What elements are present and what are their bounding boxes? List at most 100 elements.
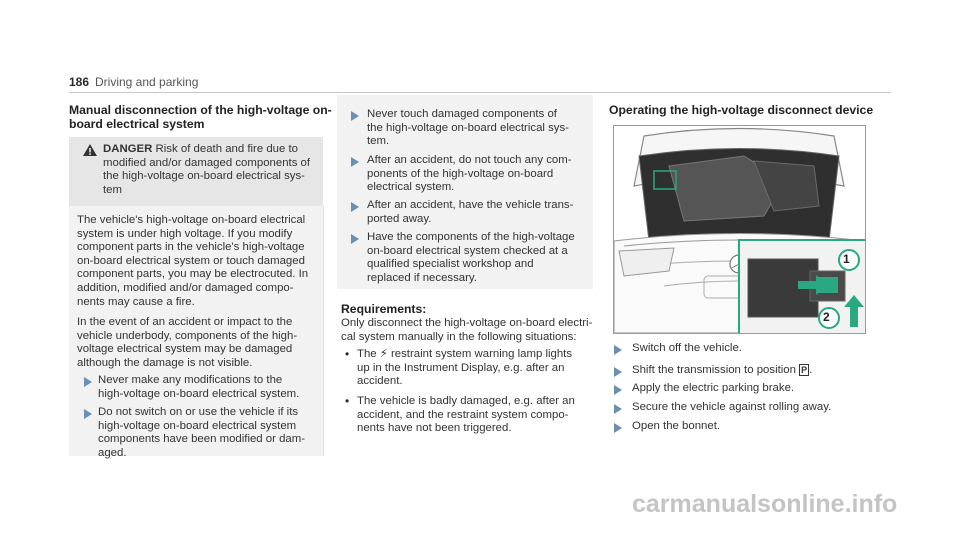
pull-up-arrow-icon: [844, 295, 864, 327]
danger-line: modified and/or damaged components of: [103, 156, 311, 169]
text-line: accident, and the restraint system compo…: [357, 408, 569, 421]
arrow-bullet-icon: [351, 157, 359, 167]
list-item: The vehicle is badly damaged, e.g. after…: [357, 395, 593, 436]
text-line: In the event of an accident or impact to…: [77, 316, 293, 328]
text-line: Do not switch on or use the vehicle if i…: [98, 406, 299, 418]
text-line: Have the components of the high-voltage: [367, 231, 575, 243]
header-rule: [69, 92, 891, 93]
text-line: high-voltage on-board electrical system: [98, 419, 297, 432]
arrow-bullet-icon: [614, 345, 622, 355]
text-line: on-board electrical system checked at a: [367, 244, 568, 257]
list-item: The ⚡ restraint system warning lamp ligh…: [357, 348, 593, 389]
danger-box: [69, 137, 323, 206]
bullet-item: Have the components of the high-voltage …: [367, 231, 589, 285]
warning-body-box: [69, 206, 323, 456]
requirements-heading: Requirements:: [341, 302, 427, 316]
text-line: Never make any modifications to the: [98, 374, 283, 386]
engine-bay-figure: 1 2: [613, 125, 866, 334]
callout-1: [838, 249, 860, 271]
list-bullet: •: [345, 347, 350, 361]
text-line: ponents of the high-voltage on-board: [367, 167, 554, 180]
arrow-bullet-icon: [614, 367, 622, 377]
text-line: nents may cause a fire.: [77, 295, 195, 308]
disconnect-device-illustration: [740, 241, 865, 333]
danger-line: Risk of death and fire due to: [155, 143, 299, 155]
text-line: The vehicle is badly damaged, e.g. after…: [357, 395, 575, 407]
paragraph: In the event of an accident or impact to…: [77, 316, 321, 370]
text-line: on-board electrical system or touch dama…: [77, 254, 305, 267]
text-line: up in the Instrument Display, e.g. after…: [357, 361, 565, 374]
paragraph: Only disconnect the high-voltage on-boar…: [341, 317, 593, 344]
text-line: vehicle underbody, components of the hig…: [77, 329, 298, 342]
text-line: although the damage is not visible.: [77, 356, 253, 369]
page-number: 186: [69, 75, 90, 89]
danger-label: DANGER: [103, 143, 153, 155]
text-line: cal system manually in the following sit…: [341, 330, 577, 343]
detail-inset: 1 2: [738, 239, 865, 333]
arrow-bullet-icon: [614, 385, 622, 395]
step: Apply the electric parking brake.: [632, 382, 795, 394]
callout-2: [818, 307, 840, 329]
list-bullet: •: [345, 394, 350, 408]
text-fragment: restraint system warning lamp lights: [390, 348, 573, 360]
step-text: Shift the transmission to position: [632, 364, 796, 376]
paragraph: The vehicle's high-voltage on-board elec…: [77, 214, 321, 309]
column-divider: [323, 206, 324, 456]
callout-1-label: 1: [843, 252, 850, 266]
step: Open the bonnet.: [632, 420, 721, 432]
text-line: accident.: [357, 375, 403, 388]
arrow-bullet-icon: [351, 234, 359, 244]
danger-text: DANGER Risk of death and fire due to mod…: [103, 143, 318, 197]
arrow-bullet-icon: [351, 202, 359, 212]
step: Secure the vehicle against rolling away.: [632, 401, 832, 413]
warning-triangle-icon: [83, 144, 97, 156]
text-line: electrical system.: [367, 181, 455, 194]
restraint-warning-lamp-icon: ⚡: [379, 348, 388, 360]
text-line: addition, modified and/or damaged compo-: [77, 281, 294, 294]
warning-continuation-box: [337, 95, 593, 289]
disconnect-location-marker: [653, 170, 677, 190]
text-line: After an accident, have the vehicle tran…: [367, 199, 574, 211]
arrow-bullet-icon: [84, 409, 92, 419]
bullet-item: Never touch damaged components of the hi…: [367, 108, 589, 149]
bullet-item: Do not switch on or use the vehicle if i…: [98, 406, 320, 460]
text-line: qualified specialist workshop and: [367, 258, 534, 271]
running-header: Driving and parking: [95, 75, 199, 89]
gear-p-symbol: P: [799, 364, 810, 376]
text-line: Only disconnect the high-voltage on-boar…: [341, 317, 593, 329]
text-line: system is under high voltage. If you mod…: [77, 227, 293, 240]
heading-line: board electrical system: [69, 117, 205, 131]
text-line: the high-voltage on-board electrical sys…: [367, 121, 569, 134]
text-line: After an accident, do not touch any com-: [367, 154, 572, 166]
text-line: component parts in the vehicle's high-vo…: [77, 241, 305, 254]
section-heading: Manual disconnection of the high-voltage…: [69, 103, 332, 131]
text-line: The vehicle's high-voltage on-board elec…: [77, 214, 306, 226]
bullet-item: Never make any modifications to the high…: [98, 374, 320, 401]
arrow-bullet-icon: [351, 111, 359, 121]
bullet-item: After an accident, have the vehicle tran…: [367, 199, 589, 226]
text-line: replaced if necessary.: [367, 271, 477, 284]
callout-2-label: 2: [823, 310, 830, 324]
step: Switch off the vehicle.: [632, 342, 742, 354]
text-line: nents have not been triggered.: [357, 422, 512, 435]
text-line: aged.: [98, 446, 127, 459]
danger-line: tem: [103, 183, 122, 196]
danger-line: the high-voltage on-board electrical sys…: [103, 170, 305, 183]
text-line: Never touch damaged components of: [367, 108, 557, 120]
watermark: carmanualsonline.info: [632, 490, 898, 518]
heading-line: Manual disconnection of the high-voltage…: [69, 103, 332, 117]
text-line: ported away.: [367, 212, 432, 225]
text-line: component parts, you may be electrocuted…: [77, 268, 309, 281]
bullet-item: After an accident, do not touch any com-…: [367, 154, 589, 195]
step: Shift the transmission to position P.: [632, 364, 813, 376]
text-line: components have been modified or dam-: [98, 433, 306, 446]
arrow-bullet-icon: [614, 404, 622, 414]
text-line: voltage electrical system may be damaged: [77, 343, 293, 356]
arrow-bullet-icon: [614, 423, 622, 433]
text-fragment: The: [357, 348, 377, 360]
section-heading: Operating the high-voltage disconnect de…: [609, 103, 874, 117]
arrow-bullet-icon: [84, 377, 92, 387]
text-line: tem.: [367, 135, 390, 148]
text-line: high-voltage on-board electrical system.: [98, 387, 300, 400]
push-direction-arrow-icon: [798, 275, 828, 295]
